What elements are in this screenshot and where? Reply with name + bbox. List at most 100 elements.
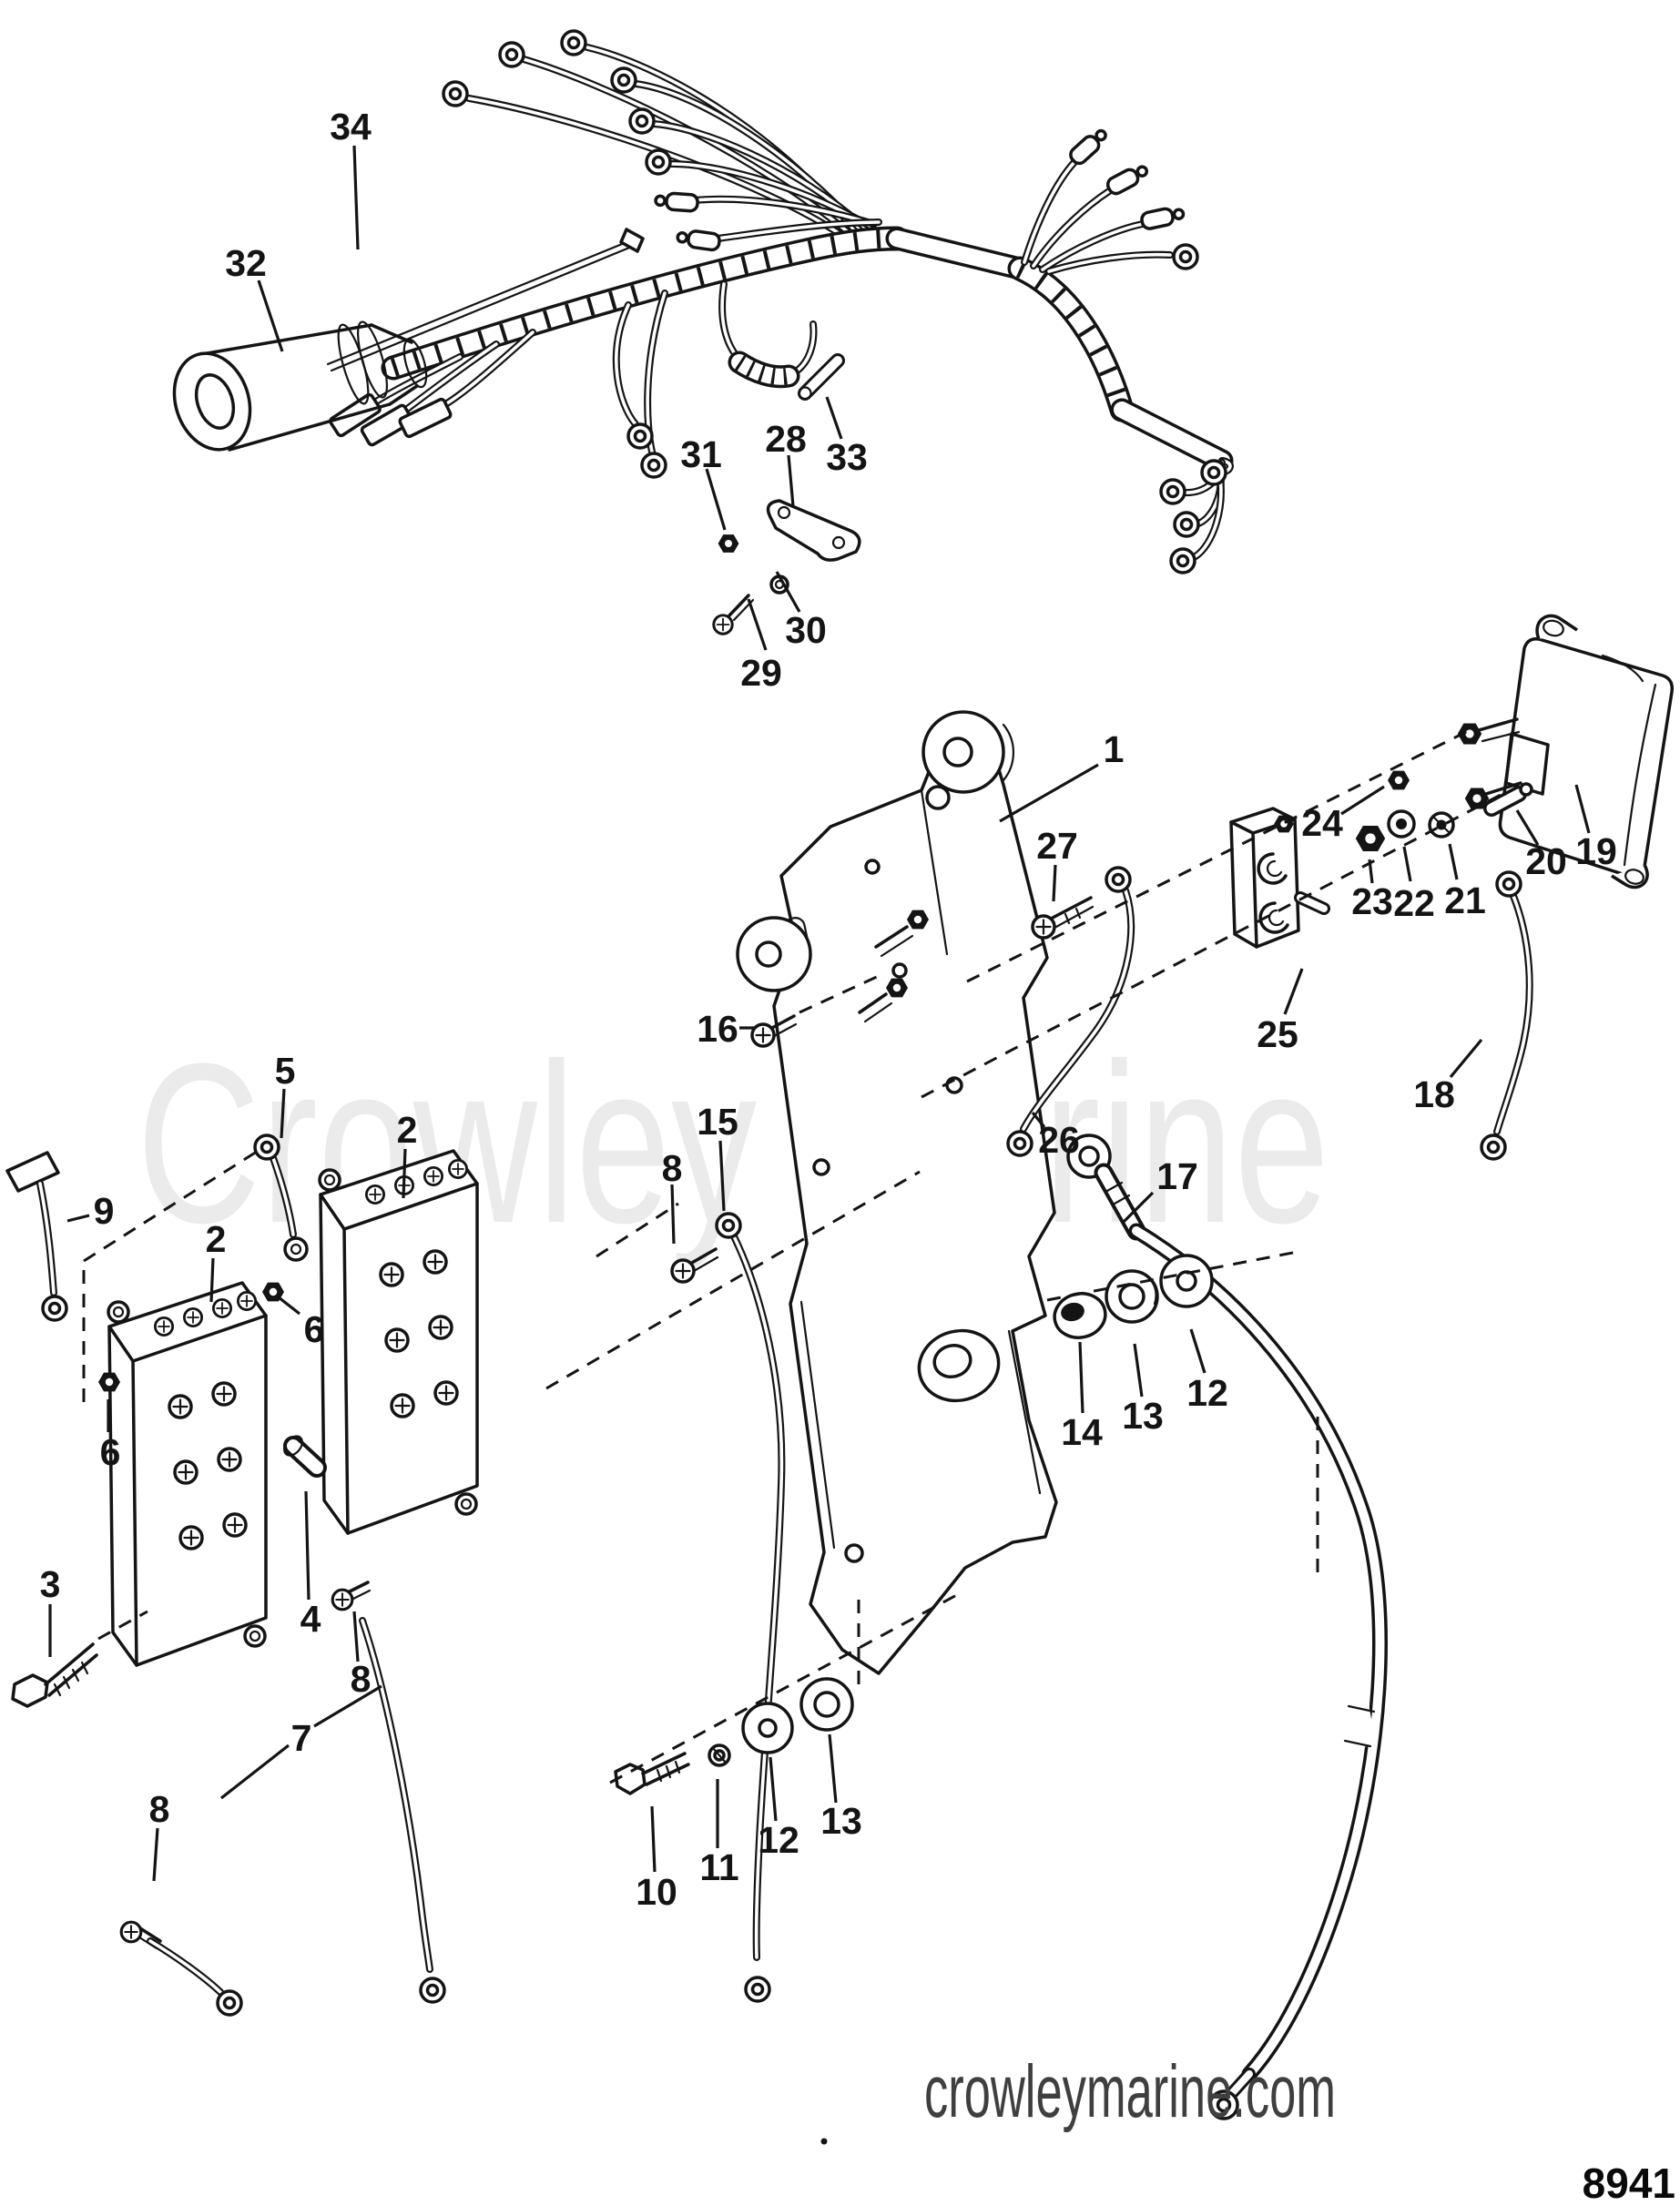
page-number: 8941 — [1583, 2160, 1675, 2206]
bolt-3 — [11, 1642, 98, 1708]
spacer-4 — [283, 1435, 327, 1478]
callout-19: 19 — [1575, 830, 1617, 872]
bracket-top-grommet — [921, 710, 1015, 810]
screw-16 — [750, 1014, 798, 1048]
wiring-harness-assembly — [172, 29, 1234, 574]
lock-washer-11 — [708, 1743, 731, 1767]
bolt-10 — [614, 1752, 690, 1795]
callout-8: 8 — [662, 1147, 683, 1189]
callout-28-leader — [787, 454, 795, 507]
starter-solenoid-19 — [1457, 614, 1675, 890]
bullet-terminal-20 — [1483, 782, 1533, 817]
callout-29-leader — [747, 598, 768, 651]
rectifier-plate-right-2 — [318, 1149, 479, 1535]
callout-22-leader — [1402, 846, 1412, 882]
callout-20: 20 — [1525, 840, 1567, 882]
screw-8-bottom — [119, 1920, 162, 1950]
screw-8-middle — [331, 1581, 372, 1611]
callout-21: 21 — [1444, 879, 1486, 921]
callout-31-leader — [705, 468, 727, 531]
pin-33 — [798, 353, 845, 401]
wire-7-left — [147, 1937, 243, 2017]
callout-15: 15 — [697, 1101, 738, 1143]
callout-20-leader — [1515, 809, 1540, 846]
callout-10: 10 — [636, 1871, 677, 1913]
callout-28: 28 — [765, 418, 807, 460]
callout-6: 6 — [100, 1431, 121, 1473]
bracket-lower-boss — [917, 1328, 1001, 1403]
spacer-block-25 — [1229, 807, 1330, 949]
callout-23-leader — [1368, 859, 1374, 884]
callout-24-leader — [1340, 785, 1385, 816]
callout-30: 30 — [785, 609, 827, 651]
callout-32-leader — [257, 280, 284, 352]
callout-4: 4 — [300, 1598, 321, 1640]
harness-right-ring-wires — [1159, 457, 1234, 574]
callout-12-leader — [769, 1756, 778, 1822]
callout-27: 27 — [1036, 825, 1078, 867]
lock-washer-21 — [1428, 811, 1455, 839]
clamp-plate-28 — [766, 499, 861, 562]
solenoid-fasteners — [1355, 770, 1455, 852]
callout-21-leader — [1448, 843, 1459, 880]
callout-7-leader — [220, 1743, 290, 1800]
callout-23: 23 — [1351, 880, 1393, 922]
callout-22: 22 — [1393, 882, 1435, 924]
callout-9-leader — [66, 1214, 90, 1223]
callout-2: 2 — [397, 1109, 418, 1151]
bracket-stud-bolts — [858, 910, 929, 1023]
callout-10-leader — [650, 1805, 657, 1873]
nut-23 — [1355, 825, 1386, 852]
screw-29 — [712, 594, 755, 635]
callout-11: 11 — [699, 1846, 738, 1888]
callout-34-leader — [352, 145, 360, 250]
callout-1: 1 — [1104, 728, 1125, 770]
bracket-left-grommet — [736, 916, 812, 992]
callout-6: 6 — [304, 1308, 325, 1350]
callout-19-leader — [1574, 784, 1591, 834]
footer-website-text: crowleymarine.com — [924, 2050, 1336, 2133]
callout-26: 26 — [1038, 1119, 1080, 1161]
mounting-bracket-1 — [736, 710, 1058, 1675]
callout-2-leader — [402, 1148, 407, 1199]
callout-26-leader — [1031, 1111, 1046, 1129]
callout-7-leader — [313, 1684, 382, 1728]
harness-lower-ring-wires — [612, 290, 668, 479]
callout-24: 24 — [1301, 802, 1343, 844]
battery-cable-17 — [1066, 1133, 1388, 2120]
callout-12: 12 — [758, 1819, 799, 1861]
screw-27 — [1031, 896, 1095, 940]
print-dot — [820, 2138, 828, 2145]
harness-loop-wire — [718, 280, 818, 389]
callout-5: 5 — [275, 1050, 296, 1092]
washer-22 — [1387, 809, 1416, 839]
wire-18 — [1480, 870, 1533, 1161]
callout-13: 13 — [1122, 1395, 1164, 1437]
callout-12: 12 — [1186, 1372, 1228, 1414]
callout-6-leader — [278, 1296, 300, 1316]
callout-18-leader — [1449, 1038, 1483, 1079]
rectifier-plate-left-2 — [107, 1281, 268, 1667]
callout-2-leader — [209, 1257, 215, 1303]
harness-main-loom — [381, 226, 1234, 473]
callout-1-leader — [999, 763, 1099, 823]
callout-9: 9 — [94, 1190, 115, 1232]
callout-29: 29 — [740, 652, 782, 694]
callout-16: 16 — [697, 1008, 738, 1050]
callout-8-leader — [152, 1827, 159, 1882]
washer-13-lower — [799, 1677, 854, 1732]
callout-34: 34 — [330, 106, 372, 147]
callout-25: 25 — [1257, 1013, 1298, 1055]
wire-7-right — [359, 1617, 446, 2004]
alignment-dashed-lines — [82, 727, 1503, 1784]
callout-15-leader — [718, 1140, 726, 1212]
callout-17: 17 — [1156, 1155, 1198, 1197]
callout-2: 2 — [206, 1218, 227, 1260]
callout-18: 18 — [1413, 1073, 1455, 1115]
callout-32: 32 — [225, 242, 267, 284]
ground-wire-9 — [5, 1151, 68, 1322]
wire-15 — [715, 1212, 786, 2003]
